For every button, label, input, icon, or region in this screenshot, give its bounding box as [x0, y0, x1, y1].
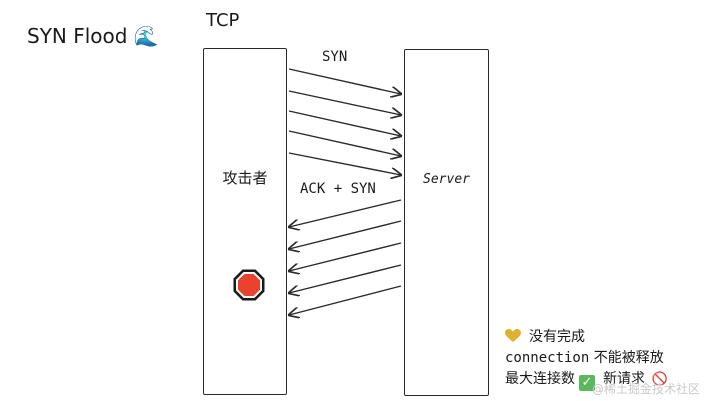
notes-block: 没有完成 connection 不能被释放 最大连接数✓ 新请求 🚫	[505, 327, 668, 391]
note-text-2: 不能被释放	[593, 350, 664, 366]
watermark: @稀土掘金技术社区	[591, 382, 700, 396]
note-code-connection: connection	[505, 350, 590, 366]
ack-arrow-3	[289, 242, 402, 271]
diagram-title: SYN Flood 🌊	[27, 24, 159, 48]
ack-arrow-5	[289, 285, 402, 315]
note-text-1: 没有完成	[529, 329, 585, 345]
syn-arrow-3	[288, 110, 401, 136]
stop-sign-icon	[233, 269, 265, 301]
syn-label: SYN	[322, 49, 348, 65]
note-line-2: connection 不能被释放	[505, 348, 668, 369]
check-icon: ✓	[579, 375, 595, 391]
syn-arrow-2	[288, 90, 401, 115]
server-label: Server	[423, 172, 470, 187]
attacker-label: 攻击者	[222, 169, 268, 187]
note-line-3: 最大连接数✓ 新请求 🚫	[505, 369, 668, 391]
yellow-heart-icon	[505, 329, 521, 342]
syn-arrow-4	[288, 130, 401, 156]
protocol-label: TCP	[206, 10, 240, 31]
note-line-1: 没有完成	[505, 327, 668, 348]
syn-arrow-5	[288, 152, 401, 175]
ack-arrow-2	[289, 220, 402, 249]
server-box: Server	[404, 49, 489, 396]
note-text-3a: 最大连接数	[505, 371, 575, 387]
ack-arrow-1	[289, 199, 402, 227]
ack-syn-label: ACK + SYN	[300, 181, 376, 197]
syn-arrow-1	[288, 68, 401, 94]
ack-arrow-4	[289, 264, 402, 293]
prohibited-icon: 🚫	[651, 372, 668, 387]
attacker-box: 攻击者	[203, 48, 287, 395]
note-text-3b: 新请求	[603, 371, 645, 387]
